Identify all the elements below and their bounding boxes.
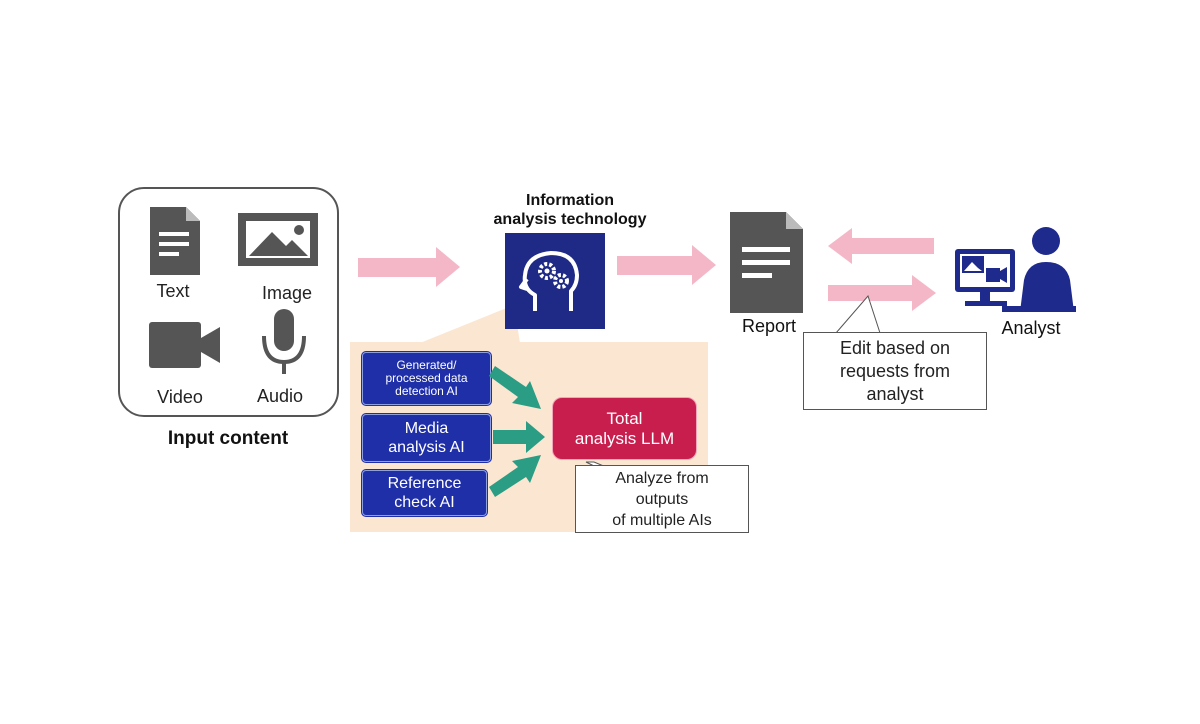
- tech-title-line2: analysis technology: [493, 211, 647, 228]
- total-analysis-llm: Total analysis LLM: [552, 397, 697, 460]
- input-label-text: Text: [156, 281, 190, 301]
- arrow-analyst-to-report: [828, 228, 934, 264]
- arrow-report-to-analyst: [828, 275, 936, 311]
- module-reference-line2: check AI: [394, 494, 455, 511]
- module-detection-line3: detection AI: [395, 384, 458, 398]
- module-reference-ai: Reference check AI: [362, 470, 487, 516]
- llm-note-line3: of multiple AIs: [612, 512, 712, 529]
- edit-note-line2: requests from: [839, 361, 951, 381]
- llm-line2: analysis LLM: [574, 428, 675, 448]
- edit-note-callout: Edit based on requests from analyst: [803, 332, 987, 410]
- llm-note-line1: Analyze from: [615, 470, 709, 487]
- module-media-ai: Media analysis AI: [362, 414, 491, 462]
- llm-note-line2: outputs: [635, 491, 689, 508]
- module-media-line2: analysis AI: [388, 439, 465, 456]
- input-label-video: Video: [157, 387, 203, 407]
- analyst-label: Analyst: [1001, 318, 1061, 338]
- llm-note-callout: Analyze from outputs of multiple AIs: [575, 465, 749, 533]
- report-label: Report: [741, 316, 797, 336]
- module-reference-line1: Reference: [387, 475, 462, 492]
- arrow-tech-to-report: [617, 245, 716, 285]
- tech-title-line1: Information: [526, 192, 614, 209]
- tech-title: Information analysis technology: [470, 191, 670, 229]
- tech-box: [505, 233, 605, 329]
- input-label-image: Image: [261, 283, 313, 303]
- edit-note-line3: analyst: [866, 384, 924, 404]
- arrow-input-to-tech: [358, 247, 460, 287]
- brain-gears-icon: [519, 251, 579, 311]
- input-content-title: Input content: [167, 428, 289, 449]
- llm-line1: Total: [606, 408, 643, 428]
- module-detection-line2: processed data: [385, 371, 468, 385]
- module-media-line1: Media: [404, 420, 449, 437]
- module-detection-ai: Generated/ processed data detection AI: [362, 352, 491, 405]
- input-label-audio: Audio: [256, 386, 304, 406]
- edit-note-line1: Edit based on: [839, 338, 951, 358]
- module-detection-line1: Generated/: [396, 358, 457, 372]
- input-content-box: [118, 187, 339, 417]
